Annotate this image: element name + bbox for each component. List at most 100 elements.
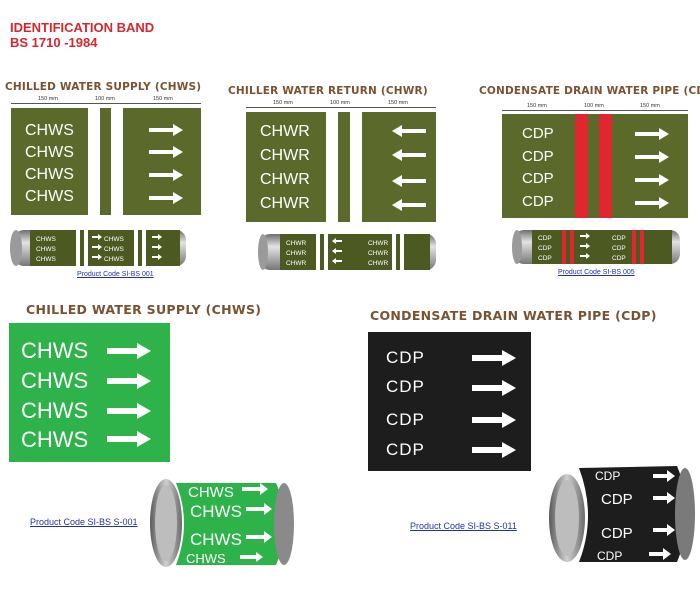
band-label: CDP	[522, 193, 554, 210]
band-label: CDP	[522, 125, 554, 142]
band-label: CHWS	[25, 122, 74, 139]
dim-left: 150 mm	[527, 103, 547, 109]
flow-arrow-right-icon	[472, 412, 516, 428]
flow-arrow-right-icon	[472, 442, 516, 458]
id-band-chws: CHWS CHWS CHWS CHWS	[11, 108, 201, 215]
band-stripe	[326, 112, 338, 222]
band-label: CDP	[522, 148, 554, 165]
flow-arrow-right-icon	[149, 192, 183, 204]
band-stripe	[88, 108, 100, 215]
band-label: CHWS	[25, 166, 74, 183]
flow-arrow-right-icon	[635, 197, 669, 209]
marker-label: CDP	[386, 410, 425, 429]
section-title-marker-cdp: CONDENSATE DRAIN WATER PIPE (CDP)	[370, 308, 657, 323]
flow-arrow-right-icon	[149, 124, 183, 136]
pipe-marker-cdp: CDP CDP CDP CDP	[368, 332, 531, 471]
flow-arrow-right-icon	[149, 146, 183, 158]
standard-label: BS 1710 -1984	[10, 35, 98, 50]
dimension-bar-chws: 150 mm 100 mm 150 mm	[11, 96, 201, 106]
band-label: CDP	[522, 170, 554, 187]
svg-text:CHWS: CHWS	[190, 502, 242, 521]
band-label: CHWR	[260, 195, 310, 212]
marker-label: CHWS	[21, 338, 89, 363]
flow-arrow-left-icon	[392, 199, 426, 211]
section-title-marker-chws: CHILLED WATER SUPPLY (CHWS)	[26, 302, 262, 317]
svg-text:CHWR: CHWR	[368, 250, 389, 257]
id-band-chwr: CHWR CHWR CHWR CHWR	[246, 112, 436, 222]
svg-text:CHWS: CHWS	[36, 246, 57, 253]
section-title-chws: CHILLED WATER SUPPLY (CHWS)	[5, 81, 202, 93]
flow-arrow-left-icon	[392, 149, 426, 161]
band-stripe-red	[599, 114, 612, 218]
svg-text:CHWS: CHWS	[104, 246, 125, 253]
svg-text:CDP: CDP	[612, 235, 626, 242]
svg-text:CHWR: CHWR	[368, 260, 389, 267]
pipe-illustration-chws: CHWS CHWS CHWS CHWS CHWS CHWS	[10, 230, 186, 266]
svg-text:CDP: CDP	[597, 549, 622, 563]
marker-label: CDP	[386, 348, 425, 367]
dim-right: 150 mm	[640, 103, 660, 109]
svg-text:CDP: CDP	[538, 245, 552, 252]
band-stripe	[111, 108, 123, 215]
dimension-line	[11, 103, 201, 104]
id-band-cdp: CDP CDP CDP CDP	[502, 114, 688, 218]
svg-text:CHWS: CHWS	[186, 551, 226, 566]
svg-text:CDP: CDP	[612, 255, 626, 262]
flow-arrow-right-icon	[107, 403, 151, 419]
flow-arrow-right-icon	[107, 343, 151, 359]
product-code-link[interactable]: Product Code SI-BS 005	[558, 269, 635, 276]
svg-text:CHWS: CHWS	[190, 530, 242, 549]
band-label: CHWR	[260, 123, 310, 140]
flow-arrow-right-icon	[107, 373, 151, 389]
dim-right: 150 mm	[153, 96, 173, 102]
svg-text:CDP: CDP	[612, 245, 626, 252]
svg-text:CHWS: CHWS	[36, 236, 57, 243]
product-code-link[interactable]: Product Code SI-BS S-001	[30, 517, 138, 527]
svg-text:CHWR: CHWR	[368, 240, 389, 247]
dim-middle: 100 mm	[330, 100, 350, 106]
band-stripe	[350, 112, 362, 222]
flow-arrow-right-icon	[107, 431, 151, 447]
dimension-bar-cdp: 150 mm 100 mm 150 mm	[502, 103, 688, 113]
flow-arrow-left-icon	[392, 125, 426, 137]
svg-text:CHWR: CHWR	[286, 240, 307, 247]
pipe-marker-chws: CHWS CHWS CHWS CHWS	[9, 323, 170, 462]
svg-text:CDP: CDP	[538, 235, 552, 242]
section-title-chwr: CHILLER WATER RETURN (CHWR)	[228, 85, 428, 97]
marker-label: CHWS	[21, 427, 89, 452]
marker-label: CDP	[386, 377, 425, 396]
flow-arrow-right-icon	[149, 169, 183, 181]
marker-label: CDP	[386, 440, 425, 459]
svg-text:CDP: CDP	[595, 469, 620, 483]
dim-left: 150 mm	[273, 100, 293, 106]
product-code-link[interactable]: Product Code SI-BS S-011	[410, 521, 517, 531]
section-title-cdp: CONDENSATE DRAIN WATER PIPE (CDP)	[479, 85, 700, 97]
marker-label: CHWS	[21, 368, 89, 393]
product-code-link[interactable]: Product Code SI-BS 001	[77, 271, 154, 278]
pipe-illustration-chwr: CHWR CHWR CHWR CHWR CHWR CHWR	[258, 234, 436, 270]
pipe-illustration-cdp: CDP CDP CDP CDP CDP CDP	[512, 230, 680, 264]
svg-text:CHWS: CHWS	[104, 236, 125, 243]
marker-label: CHWS	[21, 398, 89, 423]
band-stripe-red	[575, 114, 588, 218]
flow-arrow-right-icon	[635, 151, 669, 163]
flow-arrow-right-icon	[635, 174, 669, 186]
dimension-bar-chwr: 150 mm 100 mm 150 mm	[246, 100, 436, 110]
dimension-line	[246, 107, 436, 108]
band-label: CHWR	[260, 171, 310, 188]
svg-text:CDP: CDP	[601, 491, 633, 508]
svg-text:CDP: CDP	[601, 525, 633, 542]
dimension-line	[502, 110, 688, 111]
svg-text:CDP: CDP	[538, 255, 552, 262]
dim-right: 150 mm	[388, 100, 408, 106]
band-label: CHWR	[260, 147, 310, 164]
dim-left: 150 mm	[38, 96, 58, 102]
flow-arrow-left-icon	[392, 175, 426, 187]
pipe-illustration-marker-cdp: CDP CDP CDP CDP	[549, 466, 695, 563]
dim-middle: 100 mm	[95, 96, 115, 102]
flow-arrow-right-icon	[472, 380, 516, 396]
svg-text:CHWS: CHWS	[104, 256, 125, 263]
band-label: CHWS	[25, 144, 74, 161]
flow-arrow-right-icon	[472, 350, 516, 366]
flow-arrow-right-icon	[635, 128, 669, 140]
